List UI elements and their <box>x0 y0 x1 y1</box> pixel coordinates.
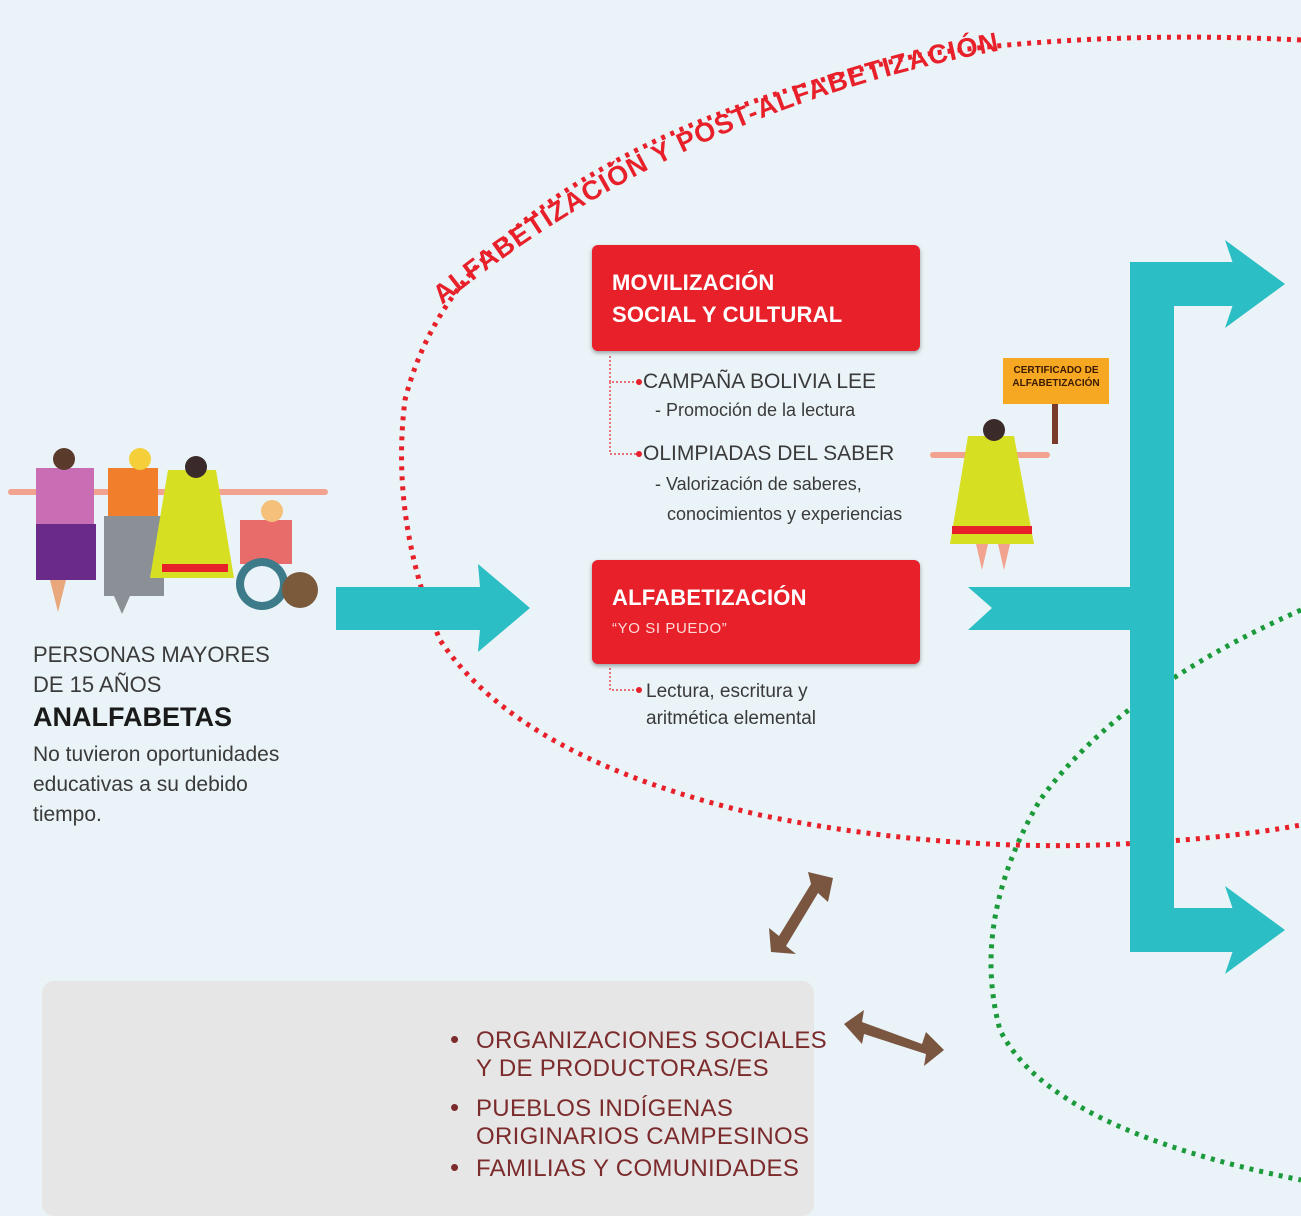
woman-with-sign-illustration <box>930 404 1058 570</box>
brown-double-arrow-vertical <box>769 872 833 954</box>
sign-line2: ALFABETIZACIÓN <box>1012 378 1100 389</box>
target-heading: ANALFABETAS <box>33 702 232 732</box>
desc-line1: No tuvieron oportunidades <box>33 743 280 766</box>
bullet-organizations-2: Y DE PRODUCTORAS/ES <box>476 1055 769 1082</box>
bullet-organizations-1: ORGANIZACIONES SOCIALES <box>476 1027 827 1054</box>
mobilization-box: MOVILIZACIÓN SOCIAL Y CULTURAL <box>592 245 920 351</box>
bullet-indigenous: • PUEBLOS INDÍGENAS ORIGINARIOS CAMPESIN… <box>450 1093 810 1151</box>
community-panel <box>42 981 814 1216</box>
mobilization-title-2: SOCIAL Y CULTURAL <box>612 302 843 327</box>
sign-line1: CERTIFICADO DE <box>1013 365 1099 376</box>
bullet-indigenous-1: PUEBLOS INDÍGENAS <box>476 1095 734 1122</box>
bullet-dot <box>636 379 642 385</box>
literacy-item-2: aritmética elemental <box>646 708 817 729</box>
output-bracket <box>968 240 1285 974</box>
mobilization-title-1: MOVILIZACIÓN <box>612 270 775 295</box>
target-group-label: PERSONAS MAYORES DE 15 AÑOS <box>33 640 270 700</box>
bullet-icon: • <box>450 1024 460 1054</box>
bullet-families: • FAMILIAS Y COMUNIDADES <box>450 1153 800 1183</box>
brown-double-arrow-horizontal <box>844 1010 944 1066</box>
bullet-organizations: • ORGANIZACIONES SOCIALES Y DE PRODUCTOR… <box>450 1025 827 1083</box>
literacy-item-1: Lectura, escritura y <box>646 681 808 702</box>
campaign-item: CAMPAÑA BOLIVIA LEE <box>643 370 877 393</box>
literacy-content: Lectura, escritura y aritmética elementa… <box>646 678 816 732</box>
literacy-ellipse <box>399 34 1301 849</box>
literacy-title: ALFABETIZACIÓN <box>612 585 807 610</box>
bullet-dot <box>636 687 642 693</box>
target-description: No tuvieron oportunidades educativas a s… <box>33 740 279 830</box>
bullet-families-1: FAMILIAS Y COMUNIDADES <box>476 1155 800 1182</box>
olympiad-item: OLIMPIADAS DEL SABER <box>643 442 895 465</box>
bullet-dot <box>636 451 642 457</box>
desc-line3: tiempo. <box>33 803 102 826</box>
target-line2: DE 15 AÑOS <box>33 672 162 697</box>
literacy-box: ALFABETIZACIÓN “YO SI PUEDO” <box>592 560 920 664</box>
bullet-icon: • <box>450 1152 460 1182</box>
desc-line2: educativas a su debido <box>33 773 248 796</box>
olympiad-sub-2: conocimientos y experiencias <box>667 504 903 524</box>
bullet-indigenous-2: ORIGINARIOS CAMPESINOS <box>476 1123 810 1150</box>
input-arrow <box>336 564 530 652</box>
target-line1: PERSONAS MAYORES <box>33 642 270 667</box>
bullet-icon: • <box>450 1092 460 1122</box>
people-illustration-left <box>8 448 328 614</box>
olympiad-sub-1: - Valorización de saberes, <box>655 474 862 494</box>
certificate-sign: CERTIFICADO DE ALFABETIZACIÓN <box>1003 358 1109 404</box>
literacy-subtitle: “YO SI PUEDO” <box>612 620 728 637</box>
campaign-sub: - Promoción de la lectura <box>655 400 856 420</box>
